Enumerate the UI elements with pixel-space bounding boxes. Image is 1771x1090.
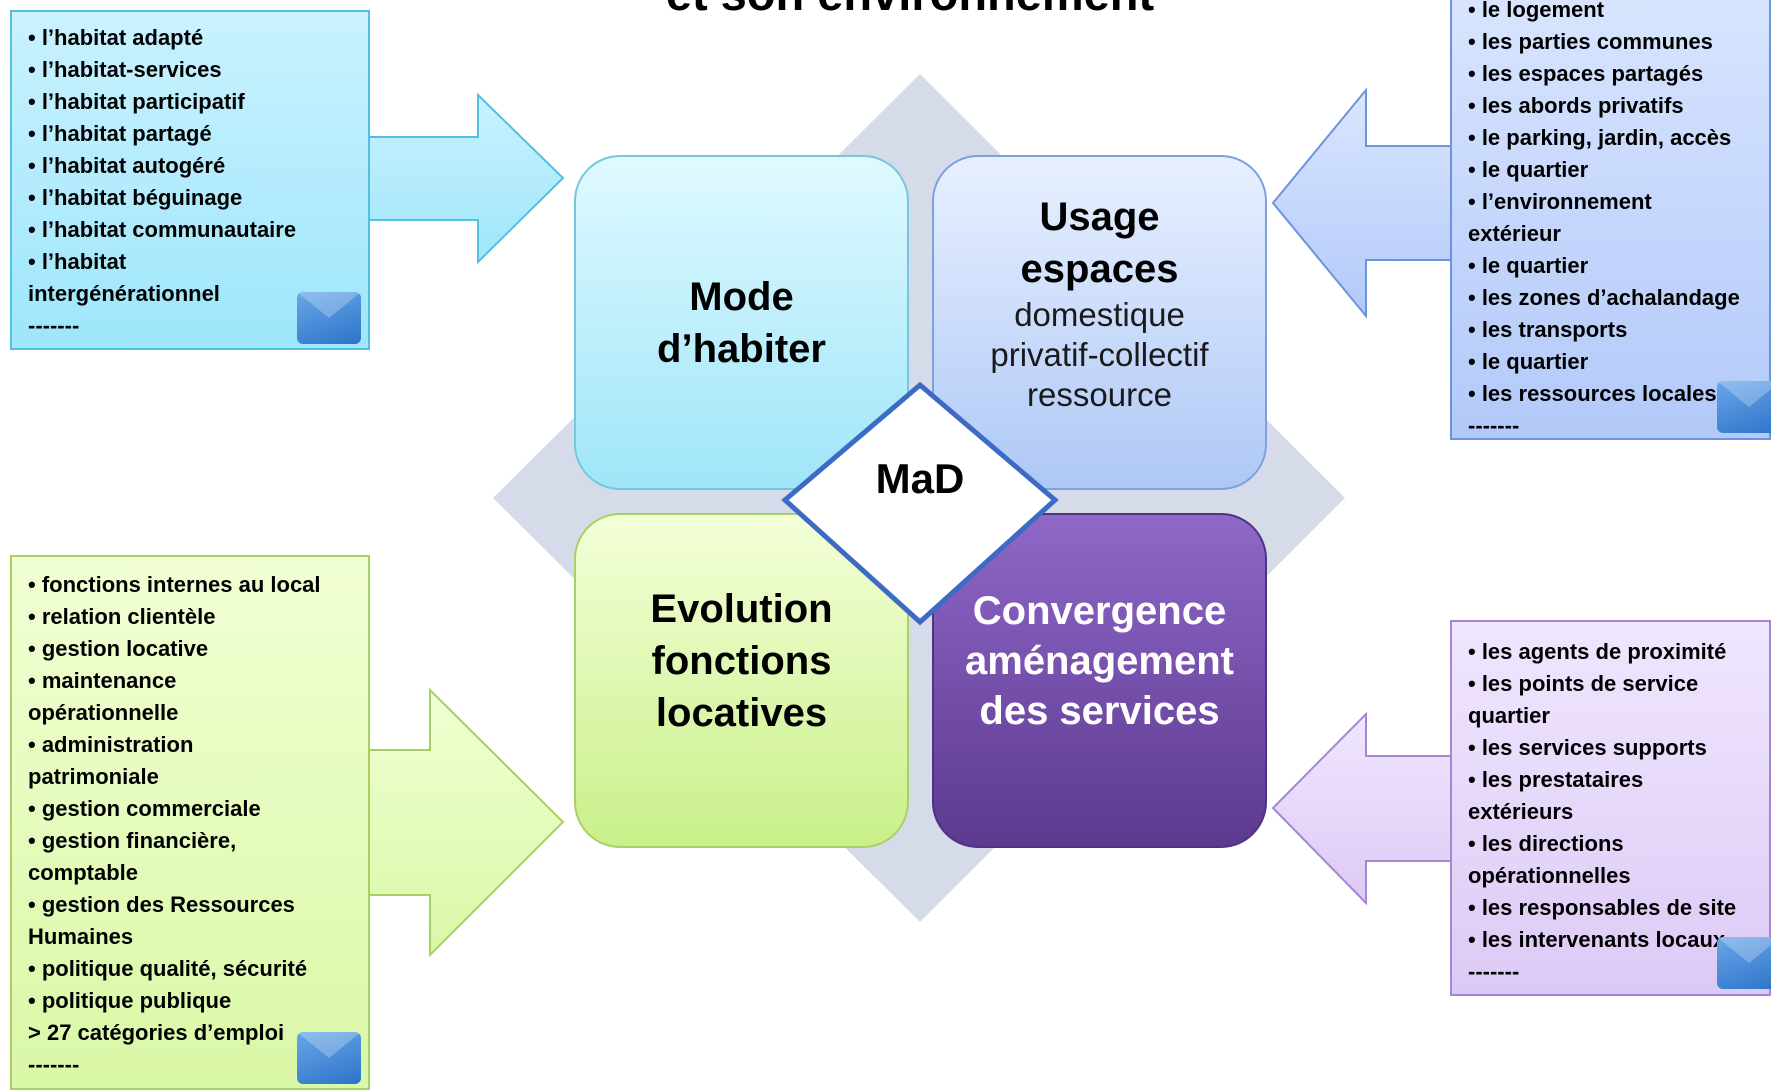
list-item: • l’environnement: [1468, 189, 1652, 214]
list-item: • le quartier: [1468, 349, 1589, 374]
arrow-left-bottom: [367, 687, 565, 958]
list-item: quartier: [1468, 703, 1550, 728]
list-box-habitat: • l’habitat adapté • l’habitat-services …: [10, 10, 370, 350]
center-label: MaD: [875, 455, 965, 502]
list-item: • les agents de proximité: [1468, 639, 1727, 664]
list-item: comptable: [28, 860, 139, 885]
list-item: • les responsables de site: [1468, 895, 1737, 920]
quadrant-subline: privatif-collectif: [990, 335, 1209, 373]
quadrant-usage-espaces: Usage espaces domestique privatif-collec…: [932, 155, 1267, 490]
list-box-fonctions: • fonctions internes au local • relation…: [10, 555, 370, 1090]
quadrant-heading: Evolution fonctions locatives: [650, 586, 833, 735]
list-item: • les points de service: [1468, 671, 1699, 696]
list-item: extérieurs: [1468, 799, 1574, 824]
list-item: • les prestataires: [1468, 767, 1644, 792]
list-item: -------: [28, 1052, 80, 1077]
arrow-right-bottom: [1271, 711, 1453, 906]
list-item: • les transports: [1468, 317, 1628, 342]
envelope-icon[interactable]: [297, 292, 361, 344]
list-item: > 27 catégories d’emploi: [28, 1020, 285, 1045]
list-item: • l’habitat adapté: [28, 25, 204, 50]
arrow-left-top: [367, 92, 565, 265]
list-item: • les zones d’achalandage: [1468, 285, 1740, 310]
quadrant-subline: domestique: [1014, 295, 1185, 333]
list-item: • le quartier: [1468, 157, 1589, 182]
list-item: • les abords privatifs: [1468, 93, 1684, 118]
list-item: • l’habitat béguinage: [28, 185, 243, 210]
quadrant-heading: Convergence aménagement des services: [965, 588, 1234, 733]
page-title: et son environnement: [520, 0, 1300, 17]
list-item: • le parking, jardin, accès: [1468, 125, 1732, 150]
list-item: • gestion financière,: [28, 828, 237, 853]
list-box-espaces: • le logement • les parties communes • l…: [1450, 0, 1771, 440]
list-item: opérationnelles: [1468, 863, 1631, 888]
list-item: intergénérationnel: [28, 281, 220, 306]
list-item: -------: [1468, 959, 1520, 984]
envelope-icon[interactable]: [1717, 937, 1771, 989]
list-item: • les espaces partagés: [1468, 61, 1704, 86]
list-item: • l’habitat participatif: [28, 89, 245, 114]
quadrant-mode-habiter: Mode d’habiter: [574, 155, 909, 490]
envelope-icon[interactable]: [1717, 381, 1771, 433]
list-item: • les directions: [1468, 831, 1624, 856]
list-item: • gestion locative: [28, 636, 209, 661]
quadrant-subline: ressource: [1027, 375, 1172, 413]
list-item: • politique publique: [28, 988, 232, 1013]
list-item: • politique qualité, sécurité: [28, 956, 308, 981]
list-item: • l’habitat autogéré: [28, 153, 226, 178]
list-item: • fonctions internes au local: [28, 572, 321, 597]
quadrant-convergence: Convergence aménagement des services: [932, 513, 1267, 848]
quadrant-heading: Mode d’habiter: [657, 274, 826, 371]
list-item: • les services supports: [1468, 735, 1707, 760]
list-item: • gestion commerciale: [28, 796, 261, 821]
list-item: • les ressources locales: [1468, 381, 1717, 406]
list-item: patrimoniale: [28, 764, 159, 789]
list-item: • maintenance: [28, 668, 177, 693]
arrow-right-top: [1271, 87, 1453, 319]
list-item: -------: [28, 313, 80, 338]
list-item: • l’habitat partagé: [28, 121, 212, 146]
list-item: • les intervenants locaux: [1468, 927, 1726, 952]
list-item: -------: [1468, 413, 1520, 438]
quadrant-heading: Usage espaces: [1020, 194, 1179, 291]
list-item: • administration: [28, 732, 194, 757]
list-item: • les parties communes: [1468, 29, 1713, 54]
quadrant-evolution: Evolution fonctions locatives: [574, 513, 909, 848]
list-item: • l’habitat communautaire: [28, 217, 297, 242]
envelope-icon[interactable]: [297, 1032, 361, 1084]
list-item: • relation clientèle: [28, 604, 216, 629]
list-item: opérationnelle: [28, 700, 179, 725]
list-item: extérieur: [1468, 221, 1561, 246]
list-item: • l’habitat-services: [28, 57, 222, 82]
list-item: • gestion des Ressources: [28, 892, 295, 917]
list-item: • le logement: [1468, 0, 1605, 22]
list-box-services: • les agents de proximité • les points d…: [1450, 620, 1771, 996]
list-item: • le quartier: [1468, 253, 1589, 278]
list-item: • l’habitat: [28, 249, 127, 274]
list-item: Humaines: [28, 924, 134, 949]
